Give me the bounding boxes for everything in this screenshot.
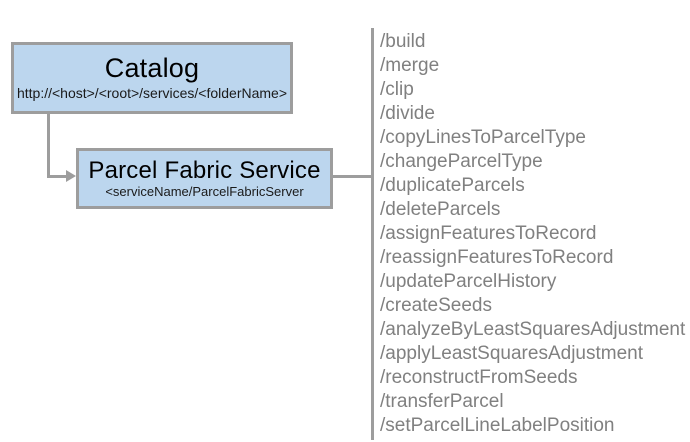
catalog-node: Catalog http://<host>/<root>/services/<f…: [11, 42, 293, 114]
operation-item: /changeParcelType: [380, 151, 543, 172]
operation-item: /divide: [380, 103, 435, 124]
operation-item: /transferParcel: [380, 391, 504, 412]
operation-item: /merge: [380, 55, 440, 76]
parcel-fabric-service-node-title: Parcel Fabric Service: [88, 156, 321, 184]
connector-service-to-operations: [333, 175, 372, 178]
operation-item: /setParcelLineLabelPosition: [380, 415, 615, 436]
catalog-node-title: Catalog: [104, 53, 200, 84]
operation-item: /updateParcelHistory: [380, 271, 557, 292]
operations-list: /build/merge/clip/divide/copyLinesToParc…: [380, 30, 686, 438]
operation-item: /analyzeByLeastSquaresAdjustment: [380, 319, 686, 340]
parcel-fabric-service-node-path: <serviceName/ParcelFabricServer: [105, 183, 304, 199]
operation-item: /build: [380, 31, 426, 52]
connector-catalog-horizontal: [47, 175, 71, 178]
operation-item: /reassignFeaturesToRecord: [380, 247, 614, 268]
arrowhead-icon: [66, 170, 76, 182]
operation-item: /reconstructFromSeeds: [380, 367, 578, 388]
operation-item: /clip: [380, 79, 414, 100]
operations-rail-line: [371, 28, 374, 440]
operation-item: /assignFeaturesToRecord: [380, 223, 597, 244]
parcel-fabric-service-node: Parcel Fabric Service <serviceName/Parce…: [76, 148, 333, 209]
operation-item: /copyLinesToParcelType: [380, 127, 586, 148]
catalog-node-url: http://<host>/<root>/services/<folderNam…: [16, 85, 288, 102]
operation-item: /applyLeastSquaresAdjustment: [380, 343, 643, 364]
operation-item: /createSeeds: [380, 295, 492, 316]
operation-item: /duplicateParcels: [380, 175, 525, 196]
connector-catalog-vertical: [47, 114, 50, 178]
operation-item: /deleteParcels: [380, 199, 501, 220]
